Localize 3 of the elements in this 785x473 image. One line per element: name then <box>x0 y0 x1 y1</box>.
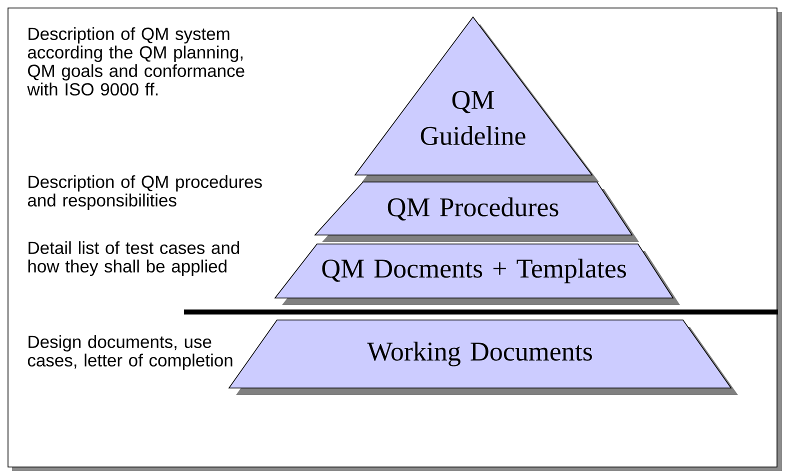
description-text: Description of QM procedures and responsibilities <box>28 175 262 210</box>
description-text: Description of QM system according the QM planning, QM goals and conformance with ISO 9000 ff. <box>27 27 244 96</box>
description-text: Detail list of test cases and how they shall be applied <box>28 241 240 276</box>
